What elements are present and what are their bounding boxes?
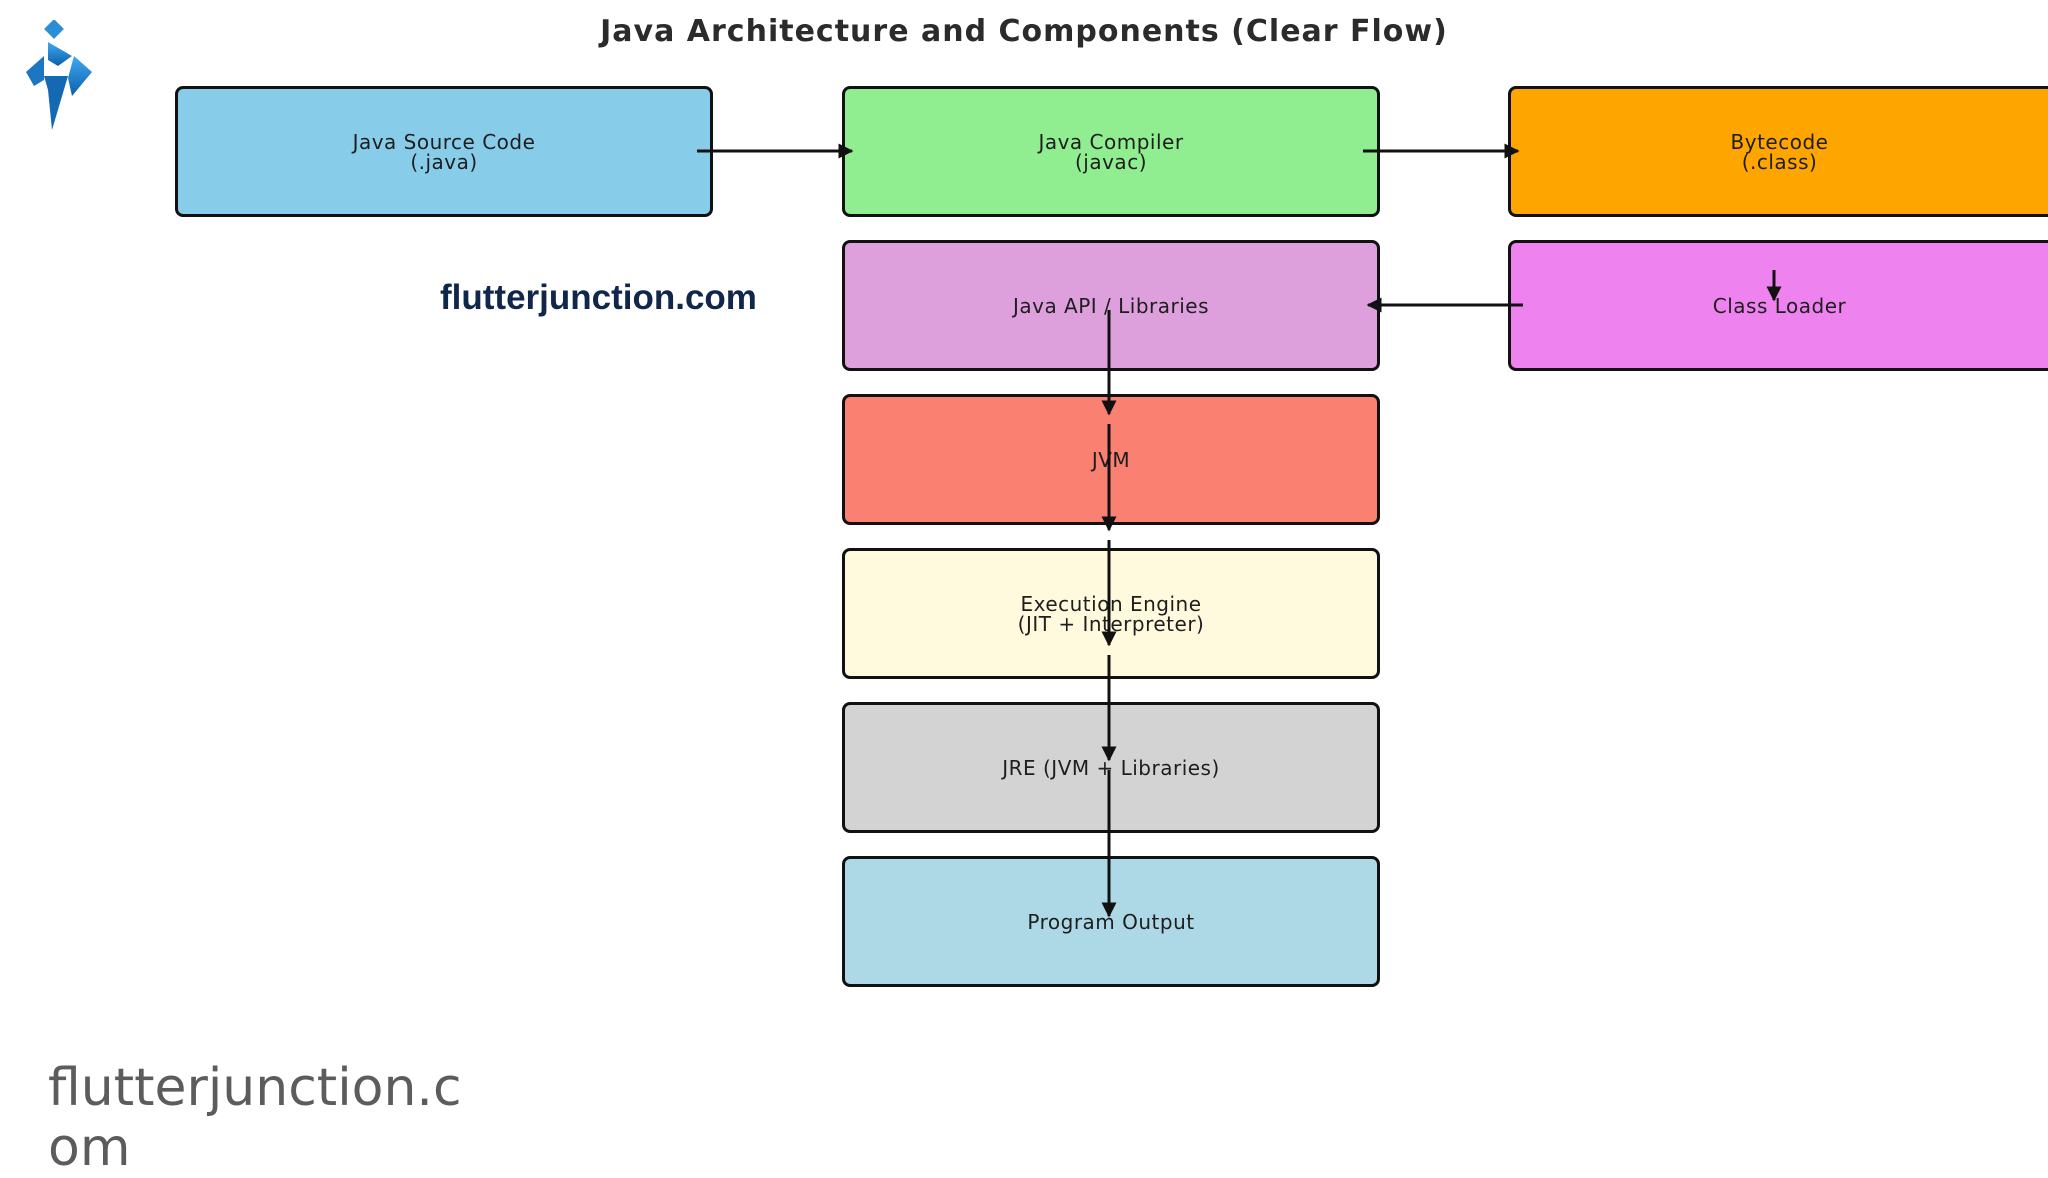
program-output-label: Program Output [1027,909,1195,934]
execution-engine-label: Execution Engine [1020,591,1202,616]
jre-label: JRE (JVM + Libraries) [1002,755,1220,780]
java-compiler-cmd: (javac) [1074,149,1147,174]
bytecode-box: Bytecode (.class) [1508,86,2048,217]
java-compiler-box: Java Compiler (javac) [842,86,1380,217]
bytecode-label: Bytecode [1730,129,1829,154]
diagram-canvas: Java Architecture and Components (Clear … [22,14,2048,1178]
jvm-box: JVM [842,394,1380,525]
execution-engine-box: Execution Engine (JIT + Interpreter) [842,548,1380,679]
bytecode-ext: (.class) [1741,149,1818,174]
jre-box: JRE (JVM + Libraries) [842,702,1380,833]
program-output-box: Program Output [842,856,1380,987]
java-api-libraries-label: Java API / Libraries [1012,293,1210,318]
java-source-code-ext: (.java) [410,149,478,174]
java-compiler-label: Java Compiler [1038,129,1184,154]
watermark-text: flutterjunction.com [48,1058,462,1178]
brand-text: flutterjunction.com [440,278,757,317]
flutterjunction-logo-icon [22,19,96,132]
jvm-label: JVM [1091,447,1131,472]
java-api-libraries-box: Java API / Libraries [842,240,1380,371]
java-source-code-box: Java Source Code (.java) [175,86,713,217]
java-source-code-label: Java Source Code [352,129,536,154]
execution-engine-detail: (JIT + Interpreter) [1017,611,1205,636]
class-loader-box: Class Loader [1508,240,2048,371]
diagram-title: Java Architecture and Components (Clear … [600,14,1448,49]
class-loader-label: Class Loader [1712,293,1847,318]
